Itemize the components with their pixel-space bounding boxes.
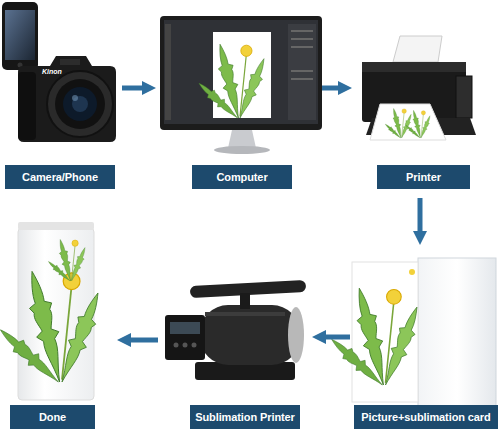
monitor-icon-part bbox=[291, 46, 313, 48]
printer-icon bbox=[362, 36, 476, 140]
heat-press-icon-part bbox=[240, 293, 250, 309]
step-node: Sublimation Printer bbox=[158, 255, 312, 432]
flow-arrow bbox=[122, 86, 142, 91]
phone-icon-part bbox=[5, 10, 35, 60]
monitor-icon-part bbox=[164, 20, 318, 124]
camera-icon-part bbox=[55, 79, 105, 129]
heat-press-icon-part bbox=[192, 343, 197, 348]
heat-press-icon bbox=[165, 280, 306, 380]
monitor-icon-part bbox=[291, 70, 313, 72]
brand-label: Kinon bbox=[42, 68, 62, 75]
print-sheets-icon-part bbox=[327, 286, 425, 390]
phone-icon-part bbox=[2, 2, 38, 70]
camera-icon-part bbox=[60, 59, 80, 65]
step-label: Done bbox=[10, 405, 95, 429]
step-node: Printer bbox=[352, 0, 492, 198]
tumbler-icon bbox=[0, 222, 107, 400]
heat-press-icon-part bbox=[200, 305, 300, 365]
camera-icon-part bbox=[63, 87, 97, 121]
monitor-icon-part bbox=[228, 130, 256, 148]
flow-arrow bbox=[322, 86, 338, 91]
flow-arrow bbox=[326, 335, 350, 340]
step-label: Computer bbox=[192, 165, 292, 189]
step-node: Computer bbox=[156, 0, 322, 198]
heat-press-icon-part bbox=[174, 343, 179, 348]
step-label: Camera/Phone bbox=[5, 165, 115, 189]
print-sheets-icon-part bbox=[409, 269, 415, 275]
monitor-icon-part bbox=[165, 24, 171, 120]
tumbler-icon-part bbox=[18, 222, 94, 230]
step-node: Picture+sublimation card bbox=[350, 245, 500, 432]
tumbler-icon-part bbox=[46, 238, 88, 283]
monitor-icon-part bbox=[160, 16, 322, 130]
step-node: Camera/Phone bbox=[0, 0, 122, 198]
monitor-icon-part bbox=[288, 24, 316, 120]
phone-icon bbox=[2, 2, 38, 70]
heat-press-icon-part bbox=[165, 315, 205, 360]
step-label: Printer bbox=[377, 165, 470, 189]
camera-icon-part bbox=[72, 95, 78, 101]
camera-icon bbox=[18, 56, 116, 142]
monitor-icon bbox=[160, 16, 322, 154]
flow-arrow bbox=[131, 338, 158, 343]
heat-press-icon-part bbox=[170, 322, 200, 334]
printer-icon-part bbox=[393, 36, 442, 62]
monitor-icon-part bbox=[291, 30, 313, 32]
flow-arrow bbox=[418, 198, 423, 231]
monitor-icon-part bbox=[291, 38, 313, 40]
heat-press-icon-part bbox=[205, 312, 285, 316]
printer-icon-part bbox=[370, 104, 446, 140]
camera-icon-part bbox=[18, 72, 36, 140]
step-node: Done bbox=[0, 215, 117, 432]
monitor-icon-part bbox=[195, 42, 269, 121]
camera-icon-part bbox=[47, 71, 113, 137]
tumbler-icon-part bbox=[0, 269, 107, 388]
monitor-icon-part bbox=[214, 146, 270, 154]
print-sheets-icon bbox=[327, 258, 496, 406]
step-label: Picture+sublimation card bbox=[354, 405, 498, 429]
printer-icon-part bbox=[404, 110, 432, 140]
heat-press-icon-part bbox=[183, 343, 188, 348]
heat-press-icon-part bbox=[288, 307, 304, 363]
camera-icon-part bbox=[72, 96, 88, 112]
printer-icon-part bbox=[384, 108, 414, 140]
step-label: Sublimation Printer bbox=[190, 405, 300, 429]
print-sheets-icon-part bbox=[418, 258, 496, 406]
camera-icon-part bbox=[18, 56, 116, 142]
printer-icon-part bbox=[456, 76, 472, 118]
monitor-icon-part bbox=[291, 78, 313, 80]
printer-icon-part bbox=[362, 62, 466, 72]
